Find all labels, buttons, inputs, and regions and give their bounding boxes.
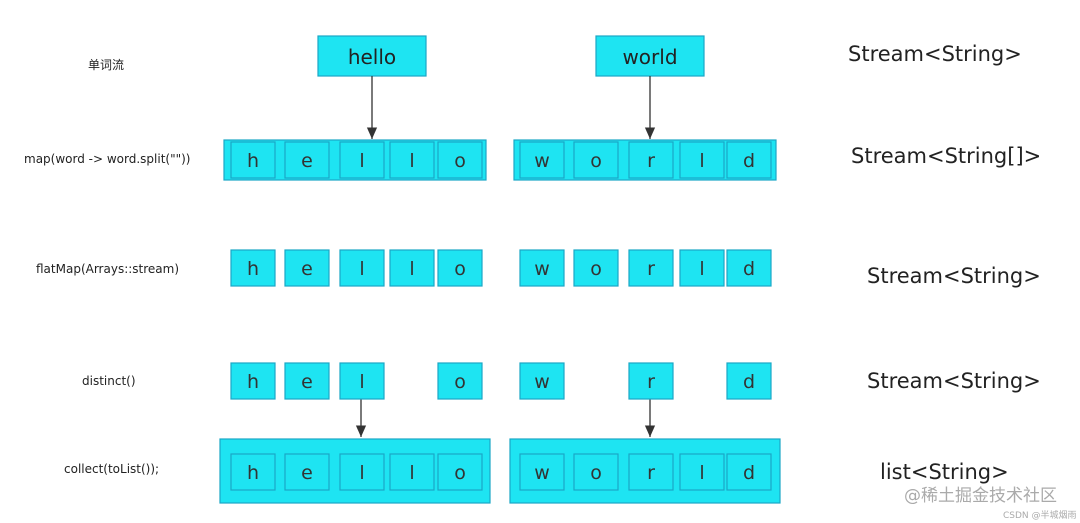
letter-cell-flatmap-left-3 — [389, 249, 435, 287]
letter-cell-collect-right-0 — [519, 453, 565, 491]
letter-split-right-0: w — [534, 150, 550, 172]
letter-split-right-2: r — [647, 150, 655, 172]
letter-split-left-4: o — [454, 150, 466, 172]
type-label-row1: Stream<String> — [848, 42, 1022, 66]
letter-cell-collect-right-1 — [573, 453, 619, 491]
letter-split-right-4: d — [743, 150, 755, 172]
letter-flatmap-right-3: l — [699, 258, 704, 280]
letter-cell-flatmap-left-1 — [284, 249, 330, 287]
type-label-row4: Stream<String> — [867, 369, 1041, 393]
word-box-world: world — [595, 35, 705, 77]
letter-collect-right-2: r — [647, 462, 655, 484]
step-label-collect: collect(toList()); — [64, 462, 159, 476]
letter-split-left-1: e — [301, 150, 313, 172]
letter-cell-split-right-2 — [628, 141, 674, 179]
letter-collect-left-1: e — [301, 462, 313, 484]
letter-cell-split-left-4 — [437, 141, 483, 179]
letter-cell-distinct-right-4 — [726, 362, 772, 400]
step-label-flatmap: flatMap(Arrays::stream) — [36, 262, 179, 276]
letter-cell-split-right-0 — [519, 141, 565, 179]
letter-cell-flatmap-left-2 — [339, 249, 385, 287]
letter-cell-split-left-0 — [230, 141, 276, 179]
letter-flatmap-left-3: l — [409, 258, 414, 280]
step-label-word-stream: 单词流 — [88, 58, 124, 72]
letter-cell-distinct-left-2 — [339, 362, 385, 400]
letter-cell-flatmap-right-0 — [519, 249, 565, 287]
letter-cells: h e l l o w o r l d h e l l o w o r l d h e l o w r d h e l l o w o r l d — [230, 141, 772, 491]
letter-cell-flatmap-right-1 — [573, 249, 619, 287]
letter-cell-flatmap-right-2 — [628, 249, 674, 287]
letter-cell-flatmap-right-4 — [726, 249, 772, 287]
letter-cell-collect-right-2 — [628, 453, 674, 491]
letter-split-right-3: l — [699, 150, 704, 172]
letter-cell-split-right-4 — [726, 141, 772, 179]
letter-split-left-2: l — [359, 150, 364, 172]
letter-distinct-left-4: o — [454, 371, 466, 393]
watermark-small: CSDN @半城烟雨 — [1003, 509, 1077, 521]
letter-collect-right-3: l — [699, 462, 704, 484]
letter-flatmap-left-0: h — [247, 258, 259, 280]
letter-cell-split-right-3 — [679, 141, 725, 179]
letter-collect-left-4: o — [454, 462, 466, 484]
letter-flatmap-left-4: o — [454, 258, 466, 280]
type-label-row3: Stream<String> — [867, 264, 1041, 288]
letter-cell-flatmap-left-0 — [230, 249, 276, 287]
letter-cell-collect-left-0 — [230, 453, 276, 491]
letter-flatmap-right-4: d — [743, 258, 755, 280]
watermark-main: @稀土掘金技术社区 — [904, 486, 1057, 506]
letter-cell-distinct-right-2 — [628, 362, 674, 400]
word-box-hello: hello — [317, 35, 427, 77]
letter-flatmap-left-1: e — [301, 258, 313, 280]
letter-collect-right-0: w — [534, 462, 550, 484]
letter-distinct-left-1: e — [301, 371, 313, 393]
letter-collect-right-1: o — [590, 462, 602, 484]
letter-cell-distinct-left-0 — [230, 362, 276, 400]
letter-cell-collect-left-2 — [339, 453, 385, 491]
letter-distinct-right-0: w — [534, 371, 550, 393]
letter-cell-collect-left-4 — [437, 453, 483, 491]
step-label-map: map(word -> word.split("")) — [24, 152, 191, 166]
letter-flatmap-right-1: o — [590, 258, 602, 280]
letter-distinct-left-2: l — [359, 371, 364, 393]
step-label-distinct: distinct() — [82, 374, 136, 388]
letter-distinct-right-2: r — [647, 371, 655, 393]
letter-cell-split-left-1 — [284, 141, 330, 179]
letter-split-right-1: o — [590, 150, 602, 172]
letter-cell-collect-left-1 — [284, 453, 330, 491]
letter-cell-flatmap-left-4 — [437, 249, 483, 287]
letter-cell-collect-right-4 — [726, 453, 772, 491]
type-label-row5: list<String> — [880, 460, 1009, 484]
word-hello: hello — [348, 45, 396, 69]
letter-cell-distinct-left-4 — [437, 362, 483, 400]
letter-cell-collect-right-3 — [679, 453, 725, 491]
letter-collect-left-3: l — [409, 462, 414, 484]
letter-flatmap-right-0: w — [534, 258, 550, 280]
letter-collect-right-4: d — [743, 462, 755, 484]
type-label-row2: Stream<String[]> — [851, 144, 1041, 168]
letter-split-left-0: h — [247, 150, 259, 172]
letter-cell-flatmap-right-3 — [679, 249, 725, 287]
letter-cell-distinct-left-1 — [284, 362, 330, 400]
letter-cell-split-left-2 — [339, 141, 385, 179]
letter-collect-left-2: l — [359, 462, 364, 484]
letter-cell-split-left-3 — [389, 141, 435, 179]
letter-flatmap-left-2: l — [359, 258, 364, 280]
letter-distinct-right-4: d — [743, 371, 755, 393]
letter-cell-split-right-1 — [573, 141, 619, 179]
letter-collect-left-0: h — [247, 462, 259, 484]
letter-distinct-left-0: h — [247, 371, 259, 393]
letter-cell-collect-left-3 — [389, 453, 435, 491]
letter-flatmap-right-2: r — [647, 258, 655, 280]
letter-cell-distinct-right-0 — [519, 362, 565, 400]
word-world: world — [622, 45, 677, 69]
letter-split-left-3: l — [409, 150, 414, 172]
